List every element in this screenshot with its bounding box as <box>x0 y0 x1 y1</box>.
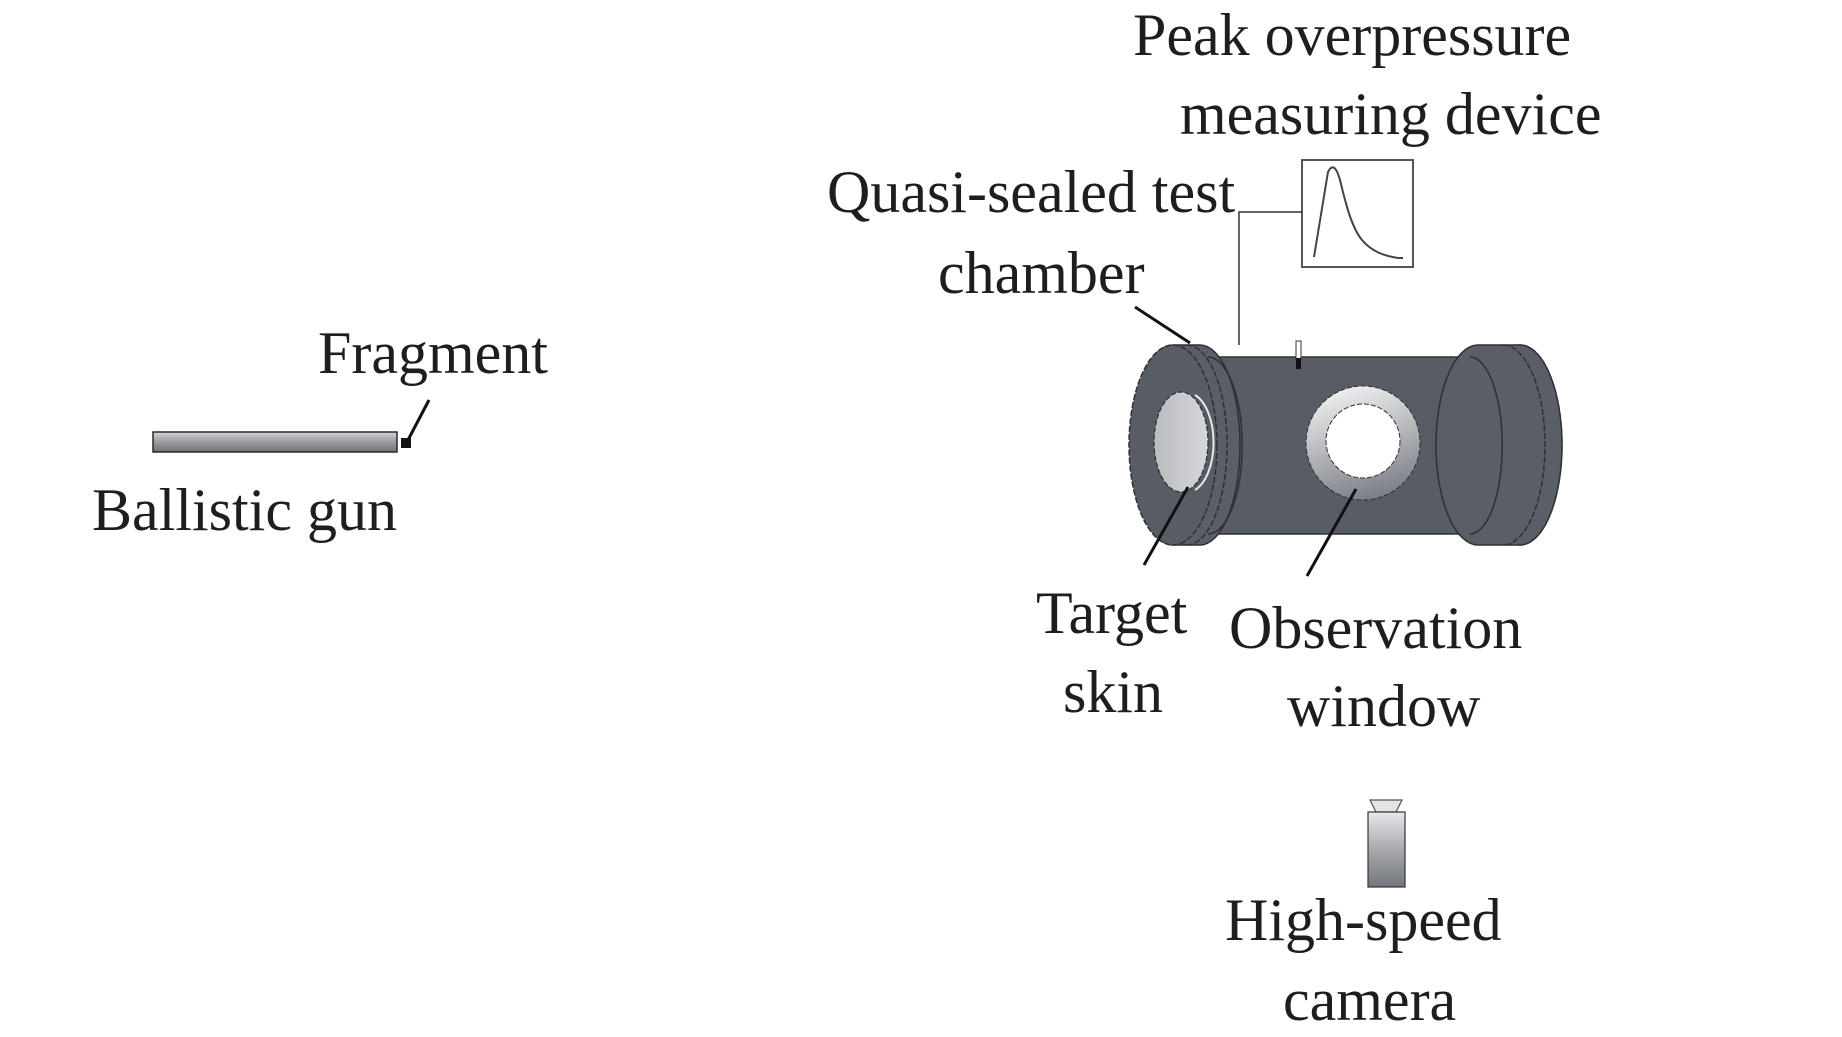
gun-barrel <box>152 431 398 453</box>
target-skin-label-line2: skin <box>1063 659 1163 725</box>
fragment-projectile <box>401 438 411 448</box>
target-skin-leader-line <box>1142 486 1190 566</box>
fragment-leader-line <box>406 399 431 441</box>
pressure-waveform <box>1313 166 1403 259</box>
observation-window-label-line1: Observation <box>1229 595 1522 661</box>
sensor-cable <box>1238 211 1302 345</box>
left-flange-seam <box>1186 344 1228 546</box>
test-chamber <box>1128 340 1563 546</box>
target-skin-highlight <box>1194 394 1215 491</box>
pressure-sensor <box>1295 340 1302 360</box>
device-screen <box>1301 159 1414 268</box>
fragment <box>401 399 431 448</box>
camera-label-line1: High-speed <box>1225 887 1502 953</box>
pressure-sensor-base <box>1296 358 1301 369</box>
observation-window-label-line2: window <box>1287 673 1481 739</box>
peak-overpressure-device <box>1238 159 1414 345</box>
chamber-label-line1: Quasi-sealed test <box>827 159 1236 225</box>
high-speed-camera <box>1367 799 1406 888</box>
ballistic-gun-label: Ballistic gun <box>92 477 397 543</box>
fragment-label: Fragment <box>318 320 548 386</box>
left-flange-inner <box>1207 356 1243 535</box>
right-flange <box>1435 344 1563 546</box>
camera-label-line2: camera <box>1283 967 1456 1033</box>
ballistic-gun <box>152 431 398 453</box>
camera-lens <box>1369 799 1403 813</box>
chamber-label-line2: chamber <box>938 240 1145 306</box>
camera-body <box>1367 811 1406 888</box>
peak-device-label-line2: measuring device <box>1180 81 1602 147</box>
observation-window-glass <box>1325 403 1401 479</box>
right-flange-inner <box>1469 356 1503 535</box>
right-flange-seam <box>1502 344 1546 546</box>
target-skin <box>1153 391 1209 493</box>
observation-window-leader-line <box>1305 488 1358 577</box>
target-skin-label-line1: Target <box>1036 580 1188 646</box>
chamber-leader-line <box>1134 305 1191 345</box>
peak-device-label-line1: Peak overpressure <box>1133 2 1571 68</box>
